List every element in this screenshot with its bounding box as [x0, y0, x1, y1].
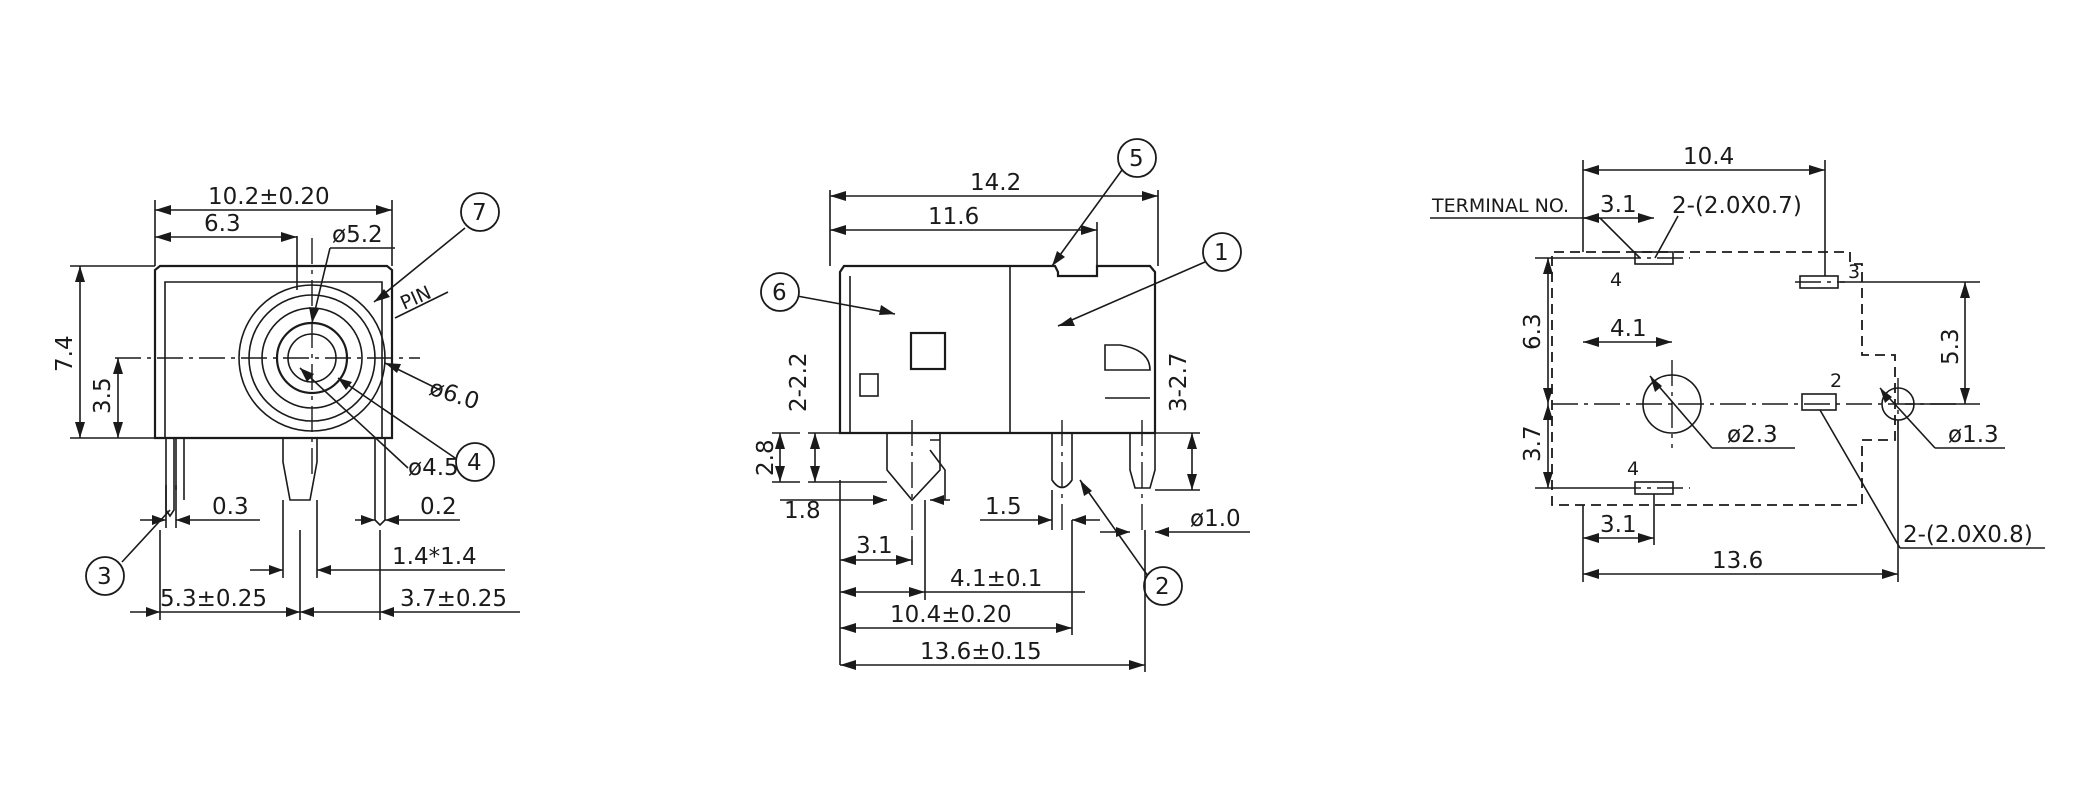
front-pin-center — [282, 438, 318, 501]
side-dim-body: 11.6 — [928, 204, 979, 230]
side-dim-second-pin: 10.4±0.20 — [890, 602, 1012, 628]
footprint-view: 10.4 TERMINAL NO. 3.1 2-(2.0X0.7) 4 3 2 … — [1430, 144, 2045, 582]
front-dim-bottom-left: 5.3±0.25 — [160, 586, 267, 612]
side-dim-right-pin-height: 3-2.7 — [1166, 352, 1192, 412]
slot-terminal-2 — [1801, 393, 1837, 411]
callout-3 — [85, 556, 125, 596]
callout-2-label: 2 — [1155, 574, 1170, 600]
callout-5 — [1117, 138, 1157, 178]
side-peg-left — [886, 433, 941, 502]
terminal-number-2: 2 — [1830, 370, 1842, 392]
footprint-terminal-label: TERMINAL NO. — [1431, 195, 1569, 217]
terminal-number-4-bottom: 4 — [1627, 458, 1639, 480]
side-dim-peg-width: 1.8 — [784, 498, 821, 524]
front-dim-bore: ø5.2 — [332, 222, 383, 248]
footprint-dim-bottom: 13.6 — [1712, 548, 1763, 574]
footprint-dim-hole-offset: 4.1 — [1610, 316, 1647, 342]
callout-7-label: 7 — [472, 200, 487, 226]
footprint-dim-upper: 6.3 — [1520, 313, 1546, 350]
callout-7 — [460, 192, 500, 232]
front-dim-pin-right: 0.2 — [420, 494, 457, 520]
callout-1 — [1202, 232, 1242, 272]
side-dim-total: 14.2 — [970, 170, 1021, 196]
side-window-small — [859, 373, 879, 397]
side-body-outline — [838, 264, 1157, 435]
callout-4-label: 4 — [467, 450, 482, 476]
front-dim-outer-ring: ø6.0 — [426, 375, 482, 415]
terminal-number-4-top: 4 — [1610, 269, 1622, 291]
callout-5-label: 5 — [1129, 146, 1144, 172]
front-dim-center: 6.3 — [204, 211, 241, 237]
side-view: 14.2 11.6 5 6 1 2-2.2 2.8 — [753, 138, 1250, 672]
front-dim-inner-ring: ø4.5 — [408, 455, 459, 481]
side-dim-slot: 1.5 — [985, 494, 1022, 520]
side-dim-peg-height: 2.8 — [753, 439, 779, 476]
side-dim-last-pin: 13.6±0.15 — [920, 639, 1042, 665]
footprint-dim-top-slot: 2-(2.0X0.7) — [1672, 193, 1802, 219]
front-dim-bottom-right: 3.7±0.25 — [400, 586, 507, 612]
front-pin-label: PIN — [397, 282, 435, 315]
front-dim-pin-left: 0.3 — [212, 494, 249, 520]
footprint-outline — [1551, 251, 1896, 506]
footprint-dim-top-left: 3.1 — [1600, 192, 1637, 218]
side-dim-pin-dia: ø1.0 — [1190, 506, 1241, 532]
callout-1-label: 1 — [1214, 240, 1229, 266]
front-view: 10.2±0.20 6.3 7.4 3.5 ø5.2 7 PIN — [52, 184, 520, 620]
side-dim-pin-pitch: 3.1 — [856, 533, 893, 559]
side-dim-left-pin-height: 2-2.2 — [786, 352, 812, 412]
front-pin-left — [165, 438, 175, 518]
footprint-dim-lower: 3.7 — [1520, 425, 1546, 462]
footprint-dim-side-slot: 2-(2.0X0.8) — [1903, 522, 2033, 548]
callout-4 — [455, 442, 495, 482]
front-dim-pin-section: 1.4*1.4 — [392, 544, 477, 570]
side-dim-first-pin: 4.1±0.1 — [950, 566, 1042, 592]
front-dim-width: 10.2±0.20 — [208, 184, 330, 210]
front-dim-height: 7.4 — [52, 335, 78, 372]
footprint-dim-hole-small: ø1.3 — [1948, 422, 1999, 448]
callout-6-label: 6 — [772, 280, 787, 306]
footprint-dim-top: 10.4 — [1683, 144, 1734, 170]
footprint-dim-bottom-left: 3.1 — [1600, 512, 1637, 538]
front-dim-axis-height: 3.5 — [90, 377, 116, 414]
footprint-dim-hole-large: ø2.3 — [1727, 422, 1778, 448]
front-pin-right — [374, 438, 386, 527]
terminal-number-3: 3 — [1848, 261, 1860, 283]
side-window-large — [909, 331, 947, 371]
footprint-dim-right: 5.3 — [1938, 328, 1964, 365]
callout-2 — [1143, 566, 1183, 606]
callout-6 — [760, 272, 800, 312]
front-body-inner — [164, 281, 383, 438]
front-pin-left-2 — [175, 438, 185, 500]
front-body-outline — [153, 264, 394, 440]
callout-3-label: 3 — [97, 564, 112, 590]
side-nose — [1104, 344, 1151, 371]
